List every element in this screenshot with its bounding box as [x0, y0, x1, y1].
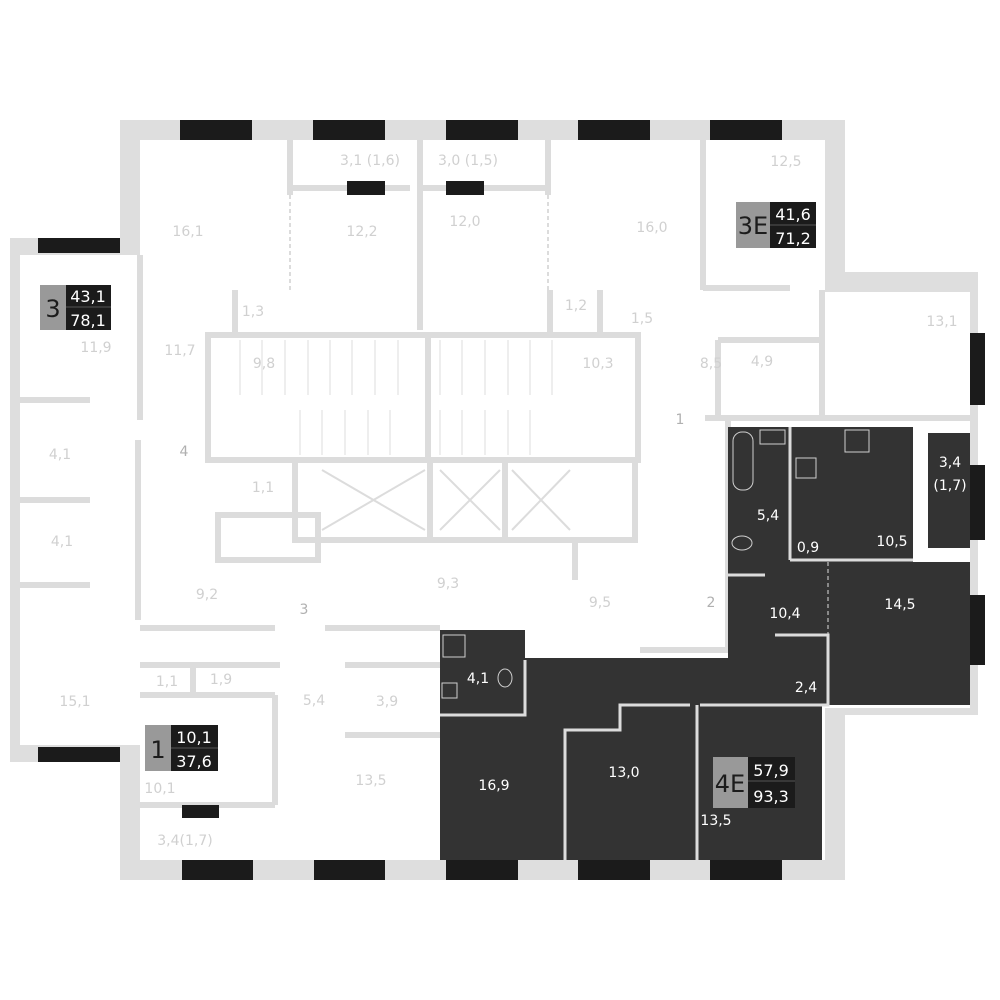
room-area: 15,1 — [59, 694, 90, 710]
balcony — [300, 140, 410, 182]
room-labels: 16,1 3,1 (1,6) 3,0 (1,5) 12,2 12,0 16,0 … — [49, 153, 958, 849]
apartment-badge-3e[interactable]: 3E 41,6 71,2 — [736, 202, 816, 248]
room-area: 3,9 — [376, 694, 398, 710]
room-area: 10,4 — [769, 606, 800, 622]
room-area: 4,9 — [751, 354, 773, 370]
room-area: 16,1 — [172, 224, 203, 240]
apartment-4e-fixtures — [441, 429, 870, 699]
room-area: 12,0 — [449, 214, 480, 230]
room-area: 1,2 — [565, 298, 587, 314]
section-number: 1 — [676, 412, 685, 428]
apartment-type: 3E — [738, 212, 768, 240]
room-area: 1,1 — [156, 674, 178, 690]
living-area: 57,9 — [753, 761, 789, 780]
apartment-type: 1 — [150, 736, 165, 764]
section-number: 2 — [707, 595, 716, 611]
apartment-4e-room-labels: 5,4 0,9 10,5 3,4 (1,7) 14,5 10,4 4,1 2,4… — [467, 455, 967, 829]
room-area: 1,3 — [242, 304, 264, 320]
room-area: 10,1 — [144, 781, 175, 797]
living-area: 10,1 — [176, 728, 212, 747]
room-area: 5,4 — [303, 693, 325, 709]
room-area: 11,9 — [80, 340, 111, 356]
room-area: 16,9 — [478, 778, 509, 794]
living-area: 43,1 — [70, 287, 106, 306]
balcony — [147, 818, 262, 860]
room-area: 11,7 — [164, 343, 195, 359]
total-area: 78,1 — [70, 311, 106, 330]
room-area: 4,1 — [467, 671, 489, 687]
room-area: 3,4 — [939, 455, 961, 471]
room-area: 4,1 — [49, 447, 71, 463]
room-area: 1,1 — [252, 480, 274, 496]
room-area: 3,1 (1,6) — [340, 153, 400, 169]
room-area: 4,1 — [51, 534, 73, 550]
elevator-shafts — [321, 469, 571, 531]
balcony — [430, 140, 530, 182]
apartment-badge-1[interactable]: 1 10,1 37,6 — [145, 725, 218, 771]
room-area: 8,5 — [700, 356, 722, 372]
room-area: 9,3 — [437, 576, 459, 592]
apartment-4e-walls — [440, 427, 913, 860]
room-area: 13,5 — [700, 813, 731, 829]
room-area: 1,5 — [631, 311, 653, 327]
room-area: 13,1 — [926, 314, 957, 330]
section-number: 4 — [180, 444, 189, 460]
room-area: 13,0 — [608, 765, 639, 781]
total-area: 93,3 — [753, 787, 789, 806]
windows — [38, 120, 985, 880]
apartment-4e-balcony[interactable] — [928, 433, 970, 548]
room-area: 10,3 — [582, 356, 613, 372]
room-area: 1,9 — [210, 672, 232, 688]
room-area: 0,9 — [797, 540, 819, 556]
room-area: 12,2 — [346, 224, 377, 240]
apartment-type: 4E — [715, 770, 745, 798]
room-area: 10,5 — [876, 534, 907, 550]
room-area: 3,0 (1,5) — [438, 153, 498, 169]
section-number: 3 — [300, 602, 309, 618]
room-area: 9,2 — [196, 587, 218, 603]
apartment-badge-4e[interactable]: 4E 57,9 93,3 — [713, 757, 795, 808]
stairs — [239, 340, 553, 455]
apartment-4e-area[interactable] — [440, 427, 970, 860]
apartment-badge-3[interactable]: 3 43,1 78,1 — [40, 285, 111, 330]
total-area: 37,6 — [176, 752, 212, 771]
room-area: 13,5 — [355, 773, 386, 789]
room-area: 16,0 — [636, 220, 667, 236]
room-area: 2,4 — [795, 680, 817, 696]
section-numbers: 1 2 3 4 — [180, 412, 716, 618]
room-area: 9,8 — [253, 356, 275, 372]
room-area: 5,4 — [757, 508, 779, 524]
total-area: 71,2 — [775, 229, 811, 248]
room-area: (1,7) — [933, 478, 966, 494]
apartment-type: 3 — [45, 295, 60, 323]
room-area: 3,4(1,7) — [157, 833, 212, 849]
room-area: 12,5 — [770, 154, 801, 170]
living-area: 41,6 — [775, 205, 811, 224]
room-area: 14,5 — [884, 597, 915, 613]
room-area: 9,5 — [589, 595, 611, 611]
